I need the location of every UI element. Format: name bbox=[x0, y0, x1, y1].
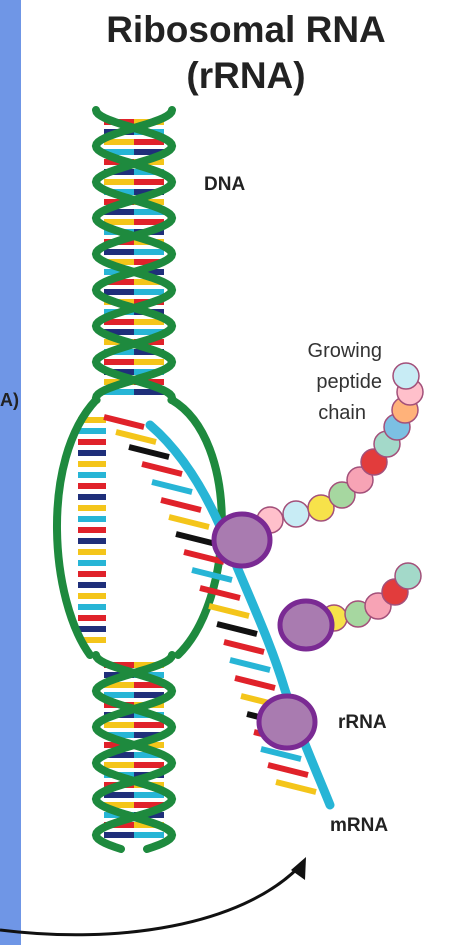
mrna-base bbox=[142, 464, 182, 474]
ribosome-2 bbox=[280, 601, 332, 649]
dna-bubble-right bbox=[172, 400, 222, 655]
arrow-head-icon bbox=[291, 857, 306, 880]
peptide-bead bbox=[395, 563, 421, 589]
mrna-base bbox=[152, 482, 192, 492]
peptide-bead bbox=[393, 363, 419, 389]
peptide-bead bbox=[283, 501, 309, 527]
mrna-base bbox=[161, 500, 201, 510]
label-rrna: rRNA bbox=[338, 712, 387, 734]
mrna-base bbox=[235, 678, 275, 688]
mrna-base bbox=[169, 517, 209, 527]
mrna-base bbox=[116, 432, 156, 442]
arrow-curve bbox=[0, 868, 298, 935]
mrna-base bbox=[200, 588, 240, 598]
label-peptide: peptide bbox=[250, 371, 382, 394]
ribosome-1 bbox=[214, 514, 270, 566]
mrna-base bbox=[224, 642, 264, 652]
label-dna: DNA bbox=[204, 174, 245, 196]
label-growing: Growing bbox=[250, 340, 382, 363]
ribosomes bbox=[214, 514, 332, 748]
mrna-base bbox=[209, 606, 249, 616]
label-partial: A) bbox=[0, 390, 19, 411]
mrna-base bbox=[261, 749, 301, 759]
label-mrna: mRNA bbox=[330, 815, 388, 837]
mrna-base bbox=[217, 624, 257, 634]
mrna-base bbox=[276, 782, 316, 792]
mrna-base bbox=[230, 660, 270, 670]
mrna-base bbox=[176, 534, 216, 544]
mrna-base bbox=[104, 417, 144, 427]
ribosome-3 bbox=[259, 696, 315, 748]
mrna-base bbox=[268, 765, 308, 775]
mrna-base bbox=[129, 447, 169, 457]
label-chain: chain bbox=[250, 402, 366, 425]
